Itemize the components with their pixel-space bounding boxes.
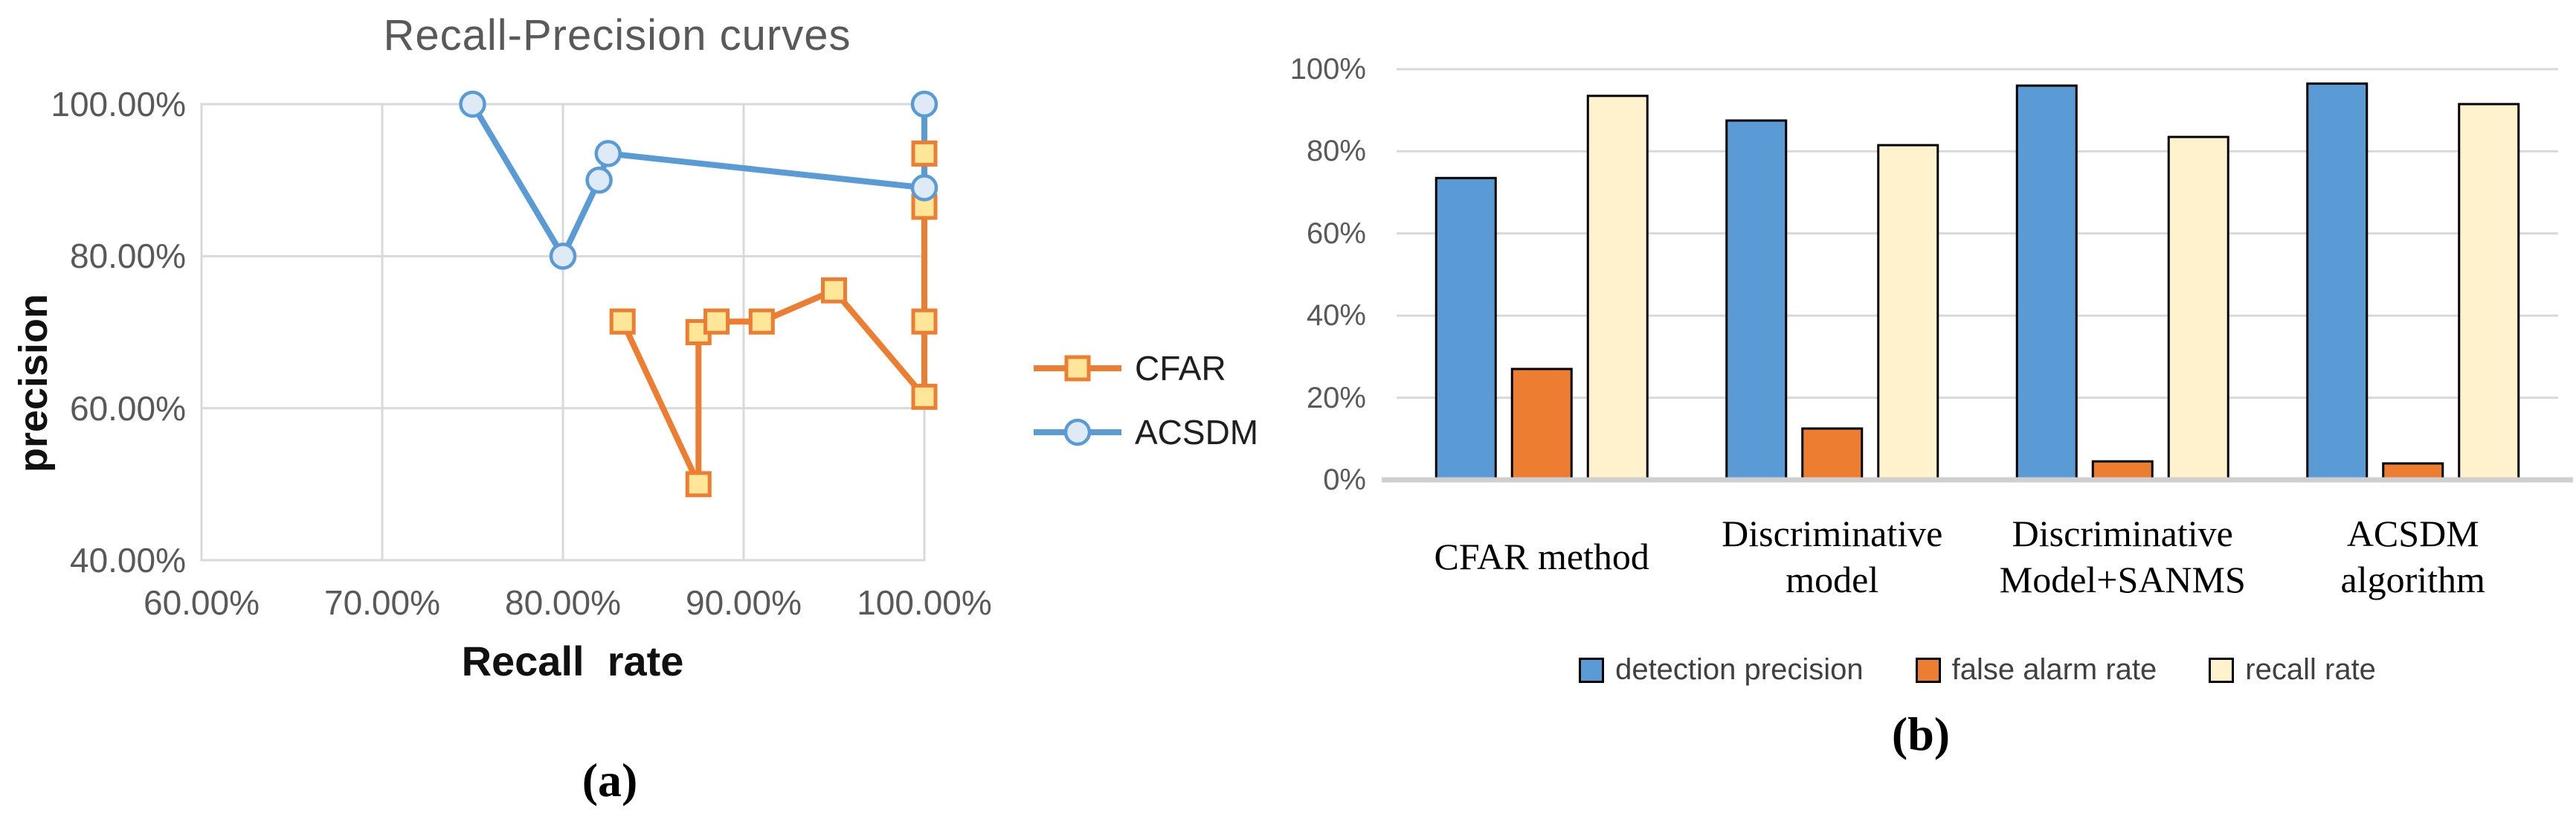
- category-label-line: CFAR method: [1434, 536, 1649, 577]
- bar-recall-rate-discriminative-model: [1877, 144, 1939, 481]
- category-label-line: Model+SANMS: [1999, 559, 2246, 600]
- chart-a-y-axis-title: precision: [11, 293, 56, 473]
- bar-recall-rate-discriminative-model+sanms: [2167, 135, 2229, 481]
- category-label-line: ACSDM: [2346, 513, 2479, 554]
- category-label-line: algorithm: [2340, 559, 2485, 600]
- y-axis-tick-label: 60.00%: [69, 388, 186, 428]
- legend-swatch-icon: [1915, 657, 1941, 683]
- panel-a-label: (a): [582, 754, 638, 806]
- category-label-line: model: [1786, 559, 1879, 600]
- bar-recall-rate-cfar-method: [1586, 94, 1649, 481]
- chart-a-legend: CFAR ACSDM: [1032, 347, 1258, 475]
- line-chart-plot-area: [200, 90, 938, 562]
- bar-chart-plot-area: [1382, 68, 2573, 483]
- data-point-marker-cfar: [911, 140, 938, 167]
- legend-item-acsdm: ACSDM: [1032, 411, 1258, 454]
- x-axis-tick-label: 90.00%: [685, 583, 802, 622]
- chart-a-x-axis-title: Recall rate: [461, 638, 684, 684]
- data-point-marker-acsdm: [910, 174, 938, 202]
- legend-circle-marker-icon: [1034, 418, 1121, 446]
- bar-recall-rate-acsdm-algorithm: [2458, 103, 2520, 481]
- category-label: Discriminative model: [1658, 504, 2007, 609]
- bar-false-alarm-rate-discriminative-model+sanms: [2091, 460, 2154, 481]
- bar-false-alarm-rate-cfar-method: [1510, 368, 1573, 481]
- legend-label: CFAR: [1135, 349, 1226, 388]
- chart-b-legend: detection precision false alarm rate recal…: [1397, 653, 2558, 687]
- x-axis-tick-label: 80.00%: [504, 583, 621, 622]
- data-point-marker-cfar: [703, 308, 730, 335]
- bar-false-alarm-rate-discriminative-model: [1801, 427, 1864, 481]
- category-label: ACSDM algorithm: [2238, 504, 2576, 609]
- panel-b-label: (b): [1891, 708, 1951, 760]
- data-point-marker-acsdm: [585, 166, 613, 194]
- category-label: CFAR method: [1367, 504, 1716, 609]
- series-line-acsdm: [469, 101, 927, 260]
- legend-item-false-alarm-rate: false alarm rate: [1915, 653, 2157, 687]
- legend-swatch-icon: [1579, 657, 1605, 683]
- data-point-marker-cfar: [911, 383, 938, 410]
- y-axis-tick-label: 100.00%: [51, 85, 186, 123]
- data-point-marker-cfar: [609, 308, 636, 335]
- x-axis-tick-label: 70.00%: [323, 583, 440, 622]
- y-axis-tick-label: 100%: [1289, 53, 1366, 86]
- y-axis-tick-label: 40%: [1306, 299, 1366, 333]
- x-axis-tick-label: 60.00%: [143, 583, 260, 622]
- y-axis-tick-label: 20%: [1306, 381, 1366, 414]
- legend-item-recall-rate: recall rate: [2209, 653, 2376, 687]
- chart-a-title: Recall-Precision curves: [383, 11, 851, 60]
- legend-label: detection precision: [1615, 653, 1864, 686]
- legend-marker: [1064, 355, 1091, 382]
- panel-a: Recall-Precision curves precision 100.00…: [11, 11, 1258, 806]
- legend-item-detection-precision: detection precision: [1579, 653, 1864, 687]
- legend-swatch-icon: [2209, 657, 2235, 683]
- bar-detection-precision-discriminative-model: [1725, 119, 1788, 481]
- series-line-cfar: [619, 150, 927, 487]
- y-axis-tick-label: 80%: [1306, 135, 1366, 168]
- legend-square-marker-icon: [1034, 355, 1121, 382]
- data-point-marker-acsdm: [910, 90, 938, 118]
- bar-detection-precision-discriminative-model+sanms: [2015, 84, 2078, 481]
- x-axis-tick-label: 100.00%: [857, 583, 992, 622]
- data-point-marker-cfar: [821, 277, 847, 304]
- legend-item-cfar: CFAR: [1032, 347, 1258, 390]
- bar-detection-precision-cfar-method: [1434, 176, 1497, 481]
- bar-detection-precision-acsdm-algorithm: [2306, 82, 2369, 481]
- data-point-marker-cfar: [748, 308, 775, 335]
- category-label-line: Discriminative: [2012, 513, 2233, 554]
- y-axis-tick-label: 80.00%: [69, 237, 186, 276]
- y-axis-tick-label: 60%: [1306, 216, 1366, 250]
- legend-label: false alarm rate: [1951, 653, 2157, 686]
- category-label-line: Discriminative: [1722, 513, 1943, 554]
- data-point-marker-acsdm: [459, 90, 486, 118]
- legend-label: recall rate: [2245, 653, 2376, 686]
- data-point-marker-cfar: [685, 471, 712, 498]
- legend-marker: [1063, 418, 1092, 446]
- data-point-marker-acsdm: [549, 243, 577, 270]
- data-point-marker-cfar: [911, 308, 938, 335]
- legend-label: ACSDM: [1135, 413, 1259, 452]
- data-point-marker-acsdm: [594, 140, 622, 167]
- y-axis-tick-label: 0%: [1323, 463, 1366, 496]
- y-axis-tick-label: 40.00%: [69, 541, 186, 580]
